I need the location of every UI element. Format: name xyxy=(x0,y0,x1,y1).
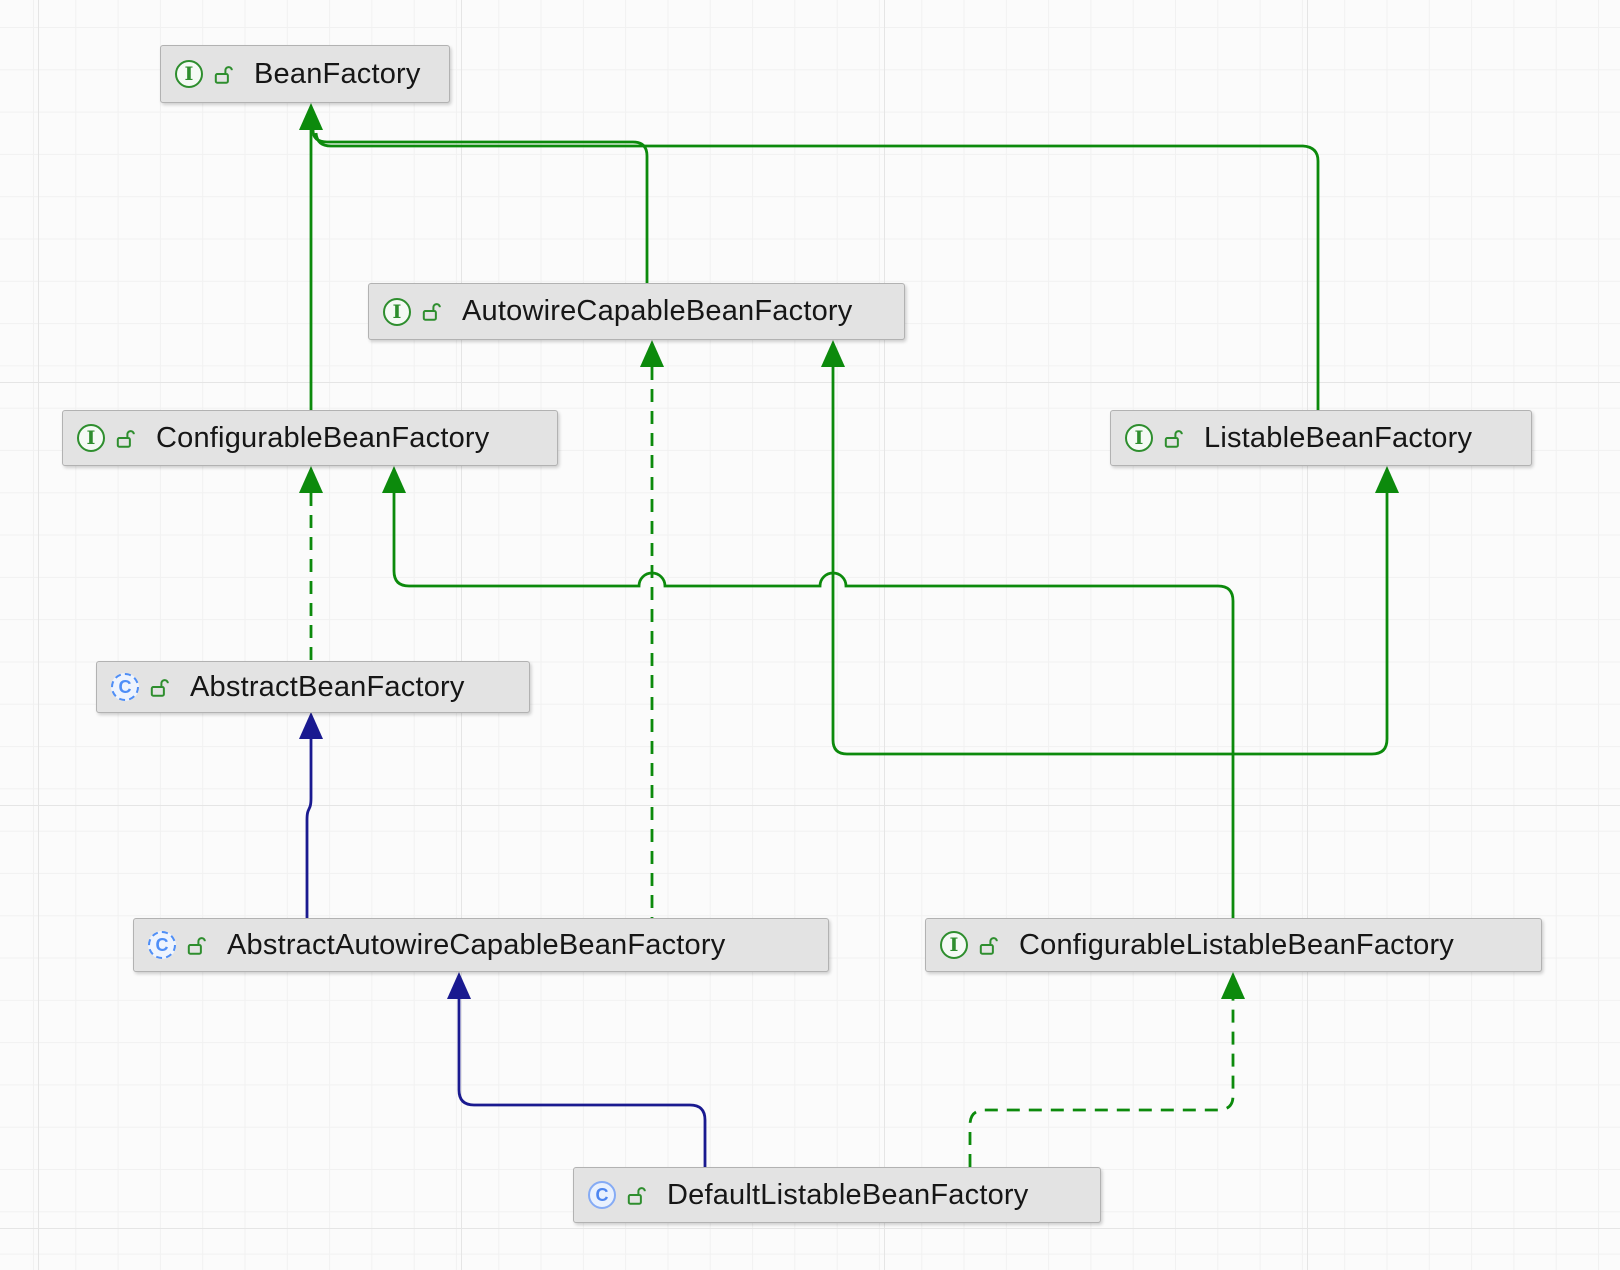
arrowhead-into-configurablebeanfactory-dashed xyxy=(299,466,323,493)
node-label: DefaultListableBeanFactory xyxy=(667,1178,1029,1211)
node-listablebeanfactory[interactable]: I ListableBeanFactory xyxy=(1110,410,1532,466)
unlocked-icon xyxy=(150,677,169,698)
node-label: AbstractBeanFactory xyxy=(190,670,465,703)
node-label: AbstractAutowireCapableBeanFactory xyxy=(227,928,726,961)
edge-listablebeanfactory-extends-beanfactory[interactable] xyxy=(314,132,1320,410)
node-label: ListableBeanFactory xyxy=(1204,421,1473,454)
unlocked-icon xyxy=(187,935,206,956)
unlocked-icon xyxy=(116,428,135,449)
node-configurablebeanfactory[interactable]: I ConfigurableBeanFactory xyxy=(62,410,558,466)
node-abstractbeanfactory[interactable]: C AbstractBeanFactory xyxy=(96,661,530,713)
node-label: AutowireCapableBeanFactory xyxy=(462,295,853,327)
node-label: ConfigurableListableBeanFactory xyxy=(1019,928,1455,961)
interface-icon: I xyxy=(940,931,968,959)
arrowhead-into-autowirecapablebeanfactory-dashed xyxy=(640,340,664,367)
interface-icon: I xyxy=(1125,424,1153,452)
edge-autowirecapablebeanfactory-extends-beanfactory[interactable] xyxy=(311,129,649,283)
arrowhead-into-autowirecapablebeanfactory-solid xyxy=(821,340,845,367)
interface-icon: I xyxy=(77,424,105,452)
node-abstractautowirecapablebeanfactory[interactable]: C AbstractAutowireCapableBeanFactory xyxy=(133,918,829,972)
unlocked-icon xyxy=(627,1185,646,1206)
unlocked-icon xyxy=(214,64,233,85)
node-beanfactory[interactable]: I BeanFactory xyxy=(160,45,450,103)
arrowhead-into-configurablelistablebeanfactory xyxy=(1221,972,1245,999)
edge-configurablelistablebeanfactory-extends-configurablebeanfactory[interactable] xyxy=(392,492,1235,918)
node-label: ConfigurableBeanFactory xyxy=(156,421,490,454)
interface-icon: I xyxy=(175,60,203,88)
node-label: BeanFactory xyxy=(254,57,421,90)
edge-defaultlistablebeanfactory-extends-abstractautowirecapablebeanfactory[interactable] xyxy=(457,998,707,1167)
arrowhead-into-abstractautowirecapablebeanfactory xyxy=(447,972,471,999)
arrowhead-into-abstractbeanfactory xyxy=(299,712,323,739)
abstract-class-icon: C xyxy=(111,673,139,701)
arrowhead-into-beanfactory xyxy=(299,103,323,130)
edge-defaultlistablebeanfactory-implements-configurablelistablebeanfactory[interactable] xyxy=(968,999,1235,1167)
unlocked-icon xyxy=(1164,428,1183,449)
node-defaultlistablebeanfactory[interactable]: C DefaultListableBeanFactory xyxy=(573,1167,1101,1223)
edge-configurablelistablebeanfactory-extends-listablebeanfactory[interactable] xyxy=(1233,492,1389,756)
unlocked-icon xyxy=(979,935,998,956)
edge-configurablelistablebeanfactory-extends-autowirecapablebeanfactory[interactable] xyxy=(831,367,1233,756)
arrowhead-into-listablebeanfactory xyxy=(1375,466,1399,493)
node-autowirecapablebeanfactory[interactable]: I AutowireCapableBeanFactory xyxy=(368,283,905,340)
arrowhead-into-configurablebeanfactory-solid xyxy=(382,466,406,493)
abstract-class-icon: C xyxy=(148,931,176,959)
node-configurablelistablebeanfactory[interactable]: I ConfigurableListableBeanFactory xyxy=(925,918,1542,972)
edge-abstractautowirecapablebeanfactory-extends-abstractbeanfactory[interactable] xyxy=(305,739,313,918)
class-icon: C xyxy=(588,1181,616,1209)
interface-icon: I xyxy=(383,297,411,326)
unlocked-icon xyxy=(422,301,441,322)
